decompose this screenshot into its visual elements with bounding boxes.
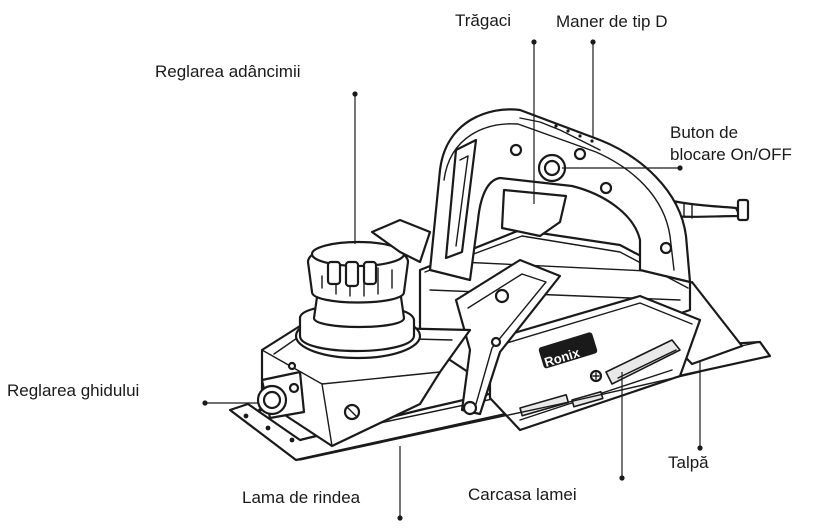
label-lock-button-line2: blocare On/OFF (670, 145, 792, 164)
callout-labels: Trăgaci Maner de tip D Reglarea adâncimi… (7, 11, 792, 507)
label-planer-blade: Lama de rindea (242, 488, 361, 507)
d-handle (428, 108, 692, 284)
label-trigger: Trăgaci (455, 11, 511, 30)
guide-adjustment-knob (256, 370, 306, 420)
label-blade-housing: Carcasa lamei (468, 485, 577, 504)
planer-blade-leader (397, 446, 403, 521)
power-cord (666, 198, 750, 222)
label-depth-adjustment: Reglarea adâncimii (155, 62, 301, 81)
label-d-handle: Maner de tip D (556, 12, 668, 31)
depth-adjustment-knob (294, 240, 422, 360)
label-sole: Talpă (668, 453, 709, 472)
rear-left-extension (370, 218, 432, 264)
depth-adjustment-leader (352, 91, 358, 244)
trigger (500, 188, 568, 238)
label-guide-adjustment: Reglarea ghidului (7, 381, 139, 400)
lock-button-leader (562, 165, 683, 171)
trigger-leader (531, 39, 537, 204)
sole-leader (697, 362, 703, 451)
callout-lines (202, 39, 703, 521)
guide-adjustment-leader (202, 400, 258, 406)
label-lock-button-line1: Buton de (670, 123, 738, 142)
blade-housing-leader (619, 372, 625, 481)
d-handle-leader (590, 39, 596, 138)
sole-front-edge (299, 371, 701, 461)
lock-on-button (537, 153, 567, 183)
side-frame (454, 258, 562, 416)
